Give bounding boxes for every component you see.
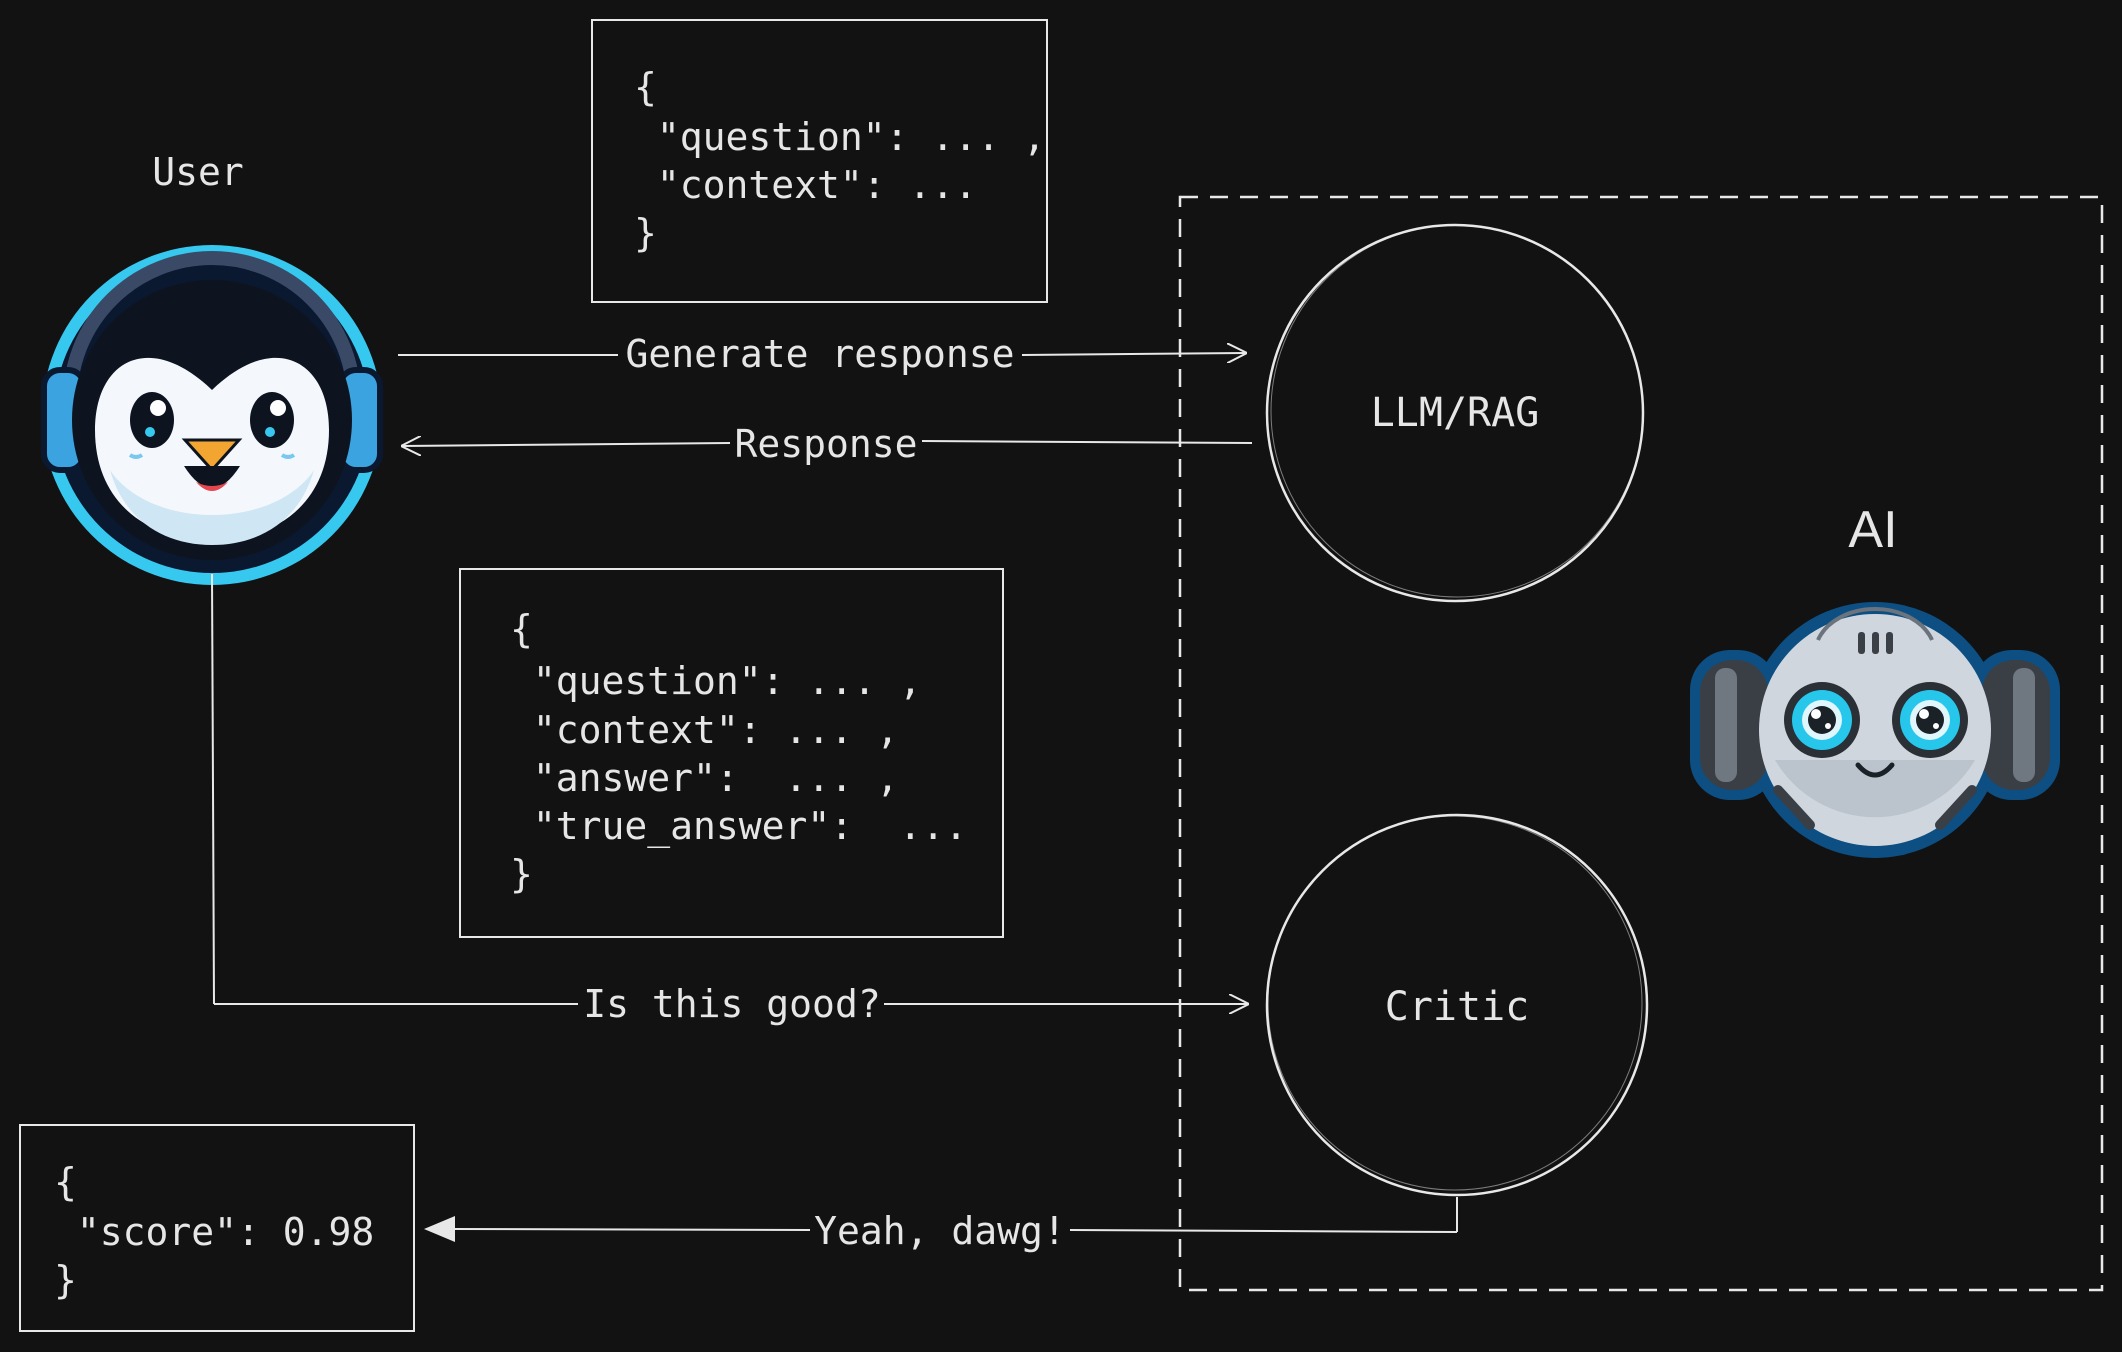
robot-headphones-icon [1690,602,2060,858]
filled-arrowhead-icon [424,1216,455,1242]
user-label: User [152,150,244,194]
ai-group-boundary [1178,195,2104,1292]
edge-label-is-good: Is this good? [583,982,880,1026]
critic-label: Critic [1385,984,1530,1030]
edge-label-yeah: Yeah, dawg! [814,1209,1066,1253]
score-json-box [19,1124,415,1332]
critic-input-json-line: "context": ... , [510,708,899,752]
edge-label-generate: Generate response [626,332,1015,376]
request-json-line: } [634,211,657,255]
score-json-line: } [54,1258,77,1302]
score-json-line: { [54,1160,77,1204]
critic-node-sketch [1267,815,1643,1191]
edge-yeah-dawg: Yeah, dawg! [424,1197,1458,1253]
critic-input-json-line: { [510,607,533,651]
critic-node [1265,813,1649,1197]
request-json-box [591,19,1048,303]
critic-input-json-box [459,568,1004,938]
request-json-line: "question": ... , [634,115,1046,159]
score-json-line: "score": 0.98 [54,1210,374,1254]
llm-rag-node-sketch [1270,224,1644,598]
request-json-line: { [634,65,657,109]
penguin-headphones-icon [41,245,383,585]
edge-response: Response [403,422,1253,466]
critic-input-json-line: "question": ... , [510,659,922,703]
critic-input-json-line: } [510,852,533,896]
edge-generate-response: Generate response [398,332,1245,376]
request-json-text: { "question": ... , "context": ... } [634,65,1069,255]
edge-label-response: Response [734,422,917,466]
edge-is-this-good: Is this good? [211,573,1247,1026]
critic-input-json-text: { "question": ... , "context": ... , "an… [510,607,990,896]
critic-input-json-line: "answer": ... , [510,756,899,800]
critic-input-json-line: "true_answer": ... [510,804,968,849]
llm-rag-label: LLM/RAG [1371,390,1540,436]
score-json-text: { "score": 0.98 } [54,1160,397,1302]
request-json-line: "context": ... [634,163,977,207]
ai-label: AI [1848,501,1897,559]
